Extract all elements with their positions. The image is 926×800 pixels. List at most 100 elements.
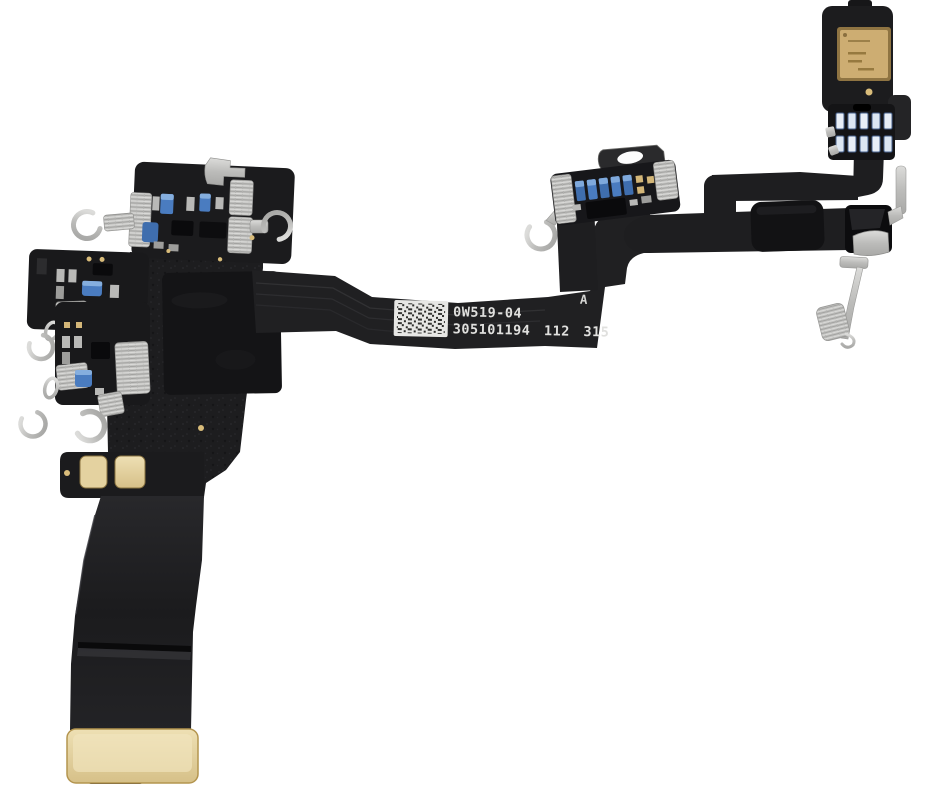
hanging-ground-bracket [816,256,869,349]
foam-sheen [215,349,256,370]
solder-dot [99,256,105,262]
grounding-ring [524,218,558,252]
grounding-ring [18,409,48,439]
left-antenna-body [18,157,295,498]
gasket-pad [227,216,254,254]
middle-antenna-module [524,144,681,252]
end-connector-gloss [849,209,885,230]
capacitor [56,268,65,283]
blue-connector-row [574,174,634,202]
solder-dot [217,257,223,262]
gold-pad-small [636,186,645,194]
stiffener-pad-sheen [756,205,817,215]
gold-pad-small [76,322,82,328]
mic-chip-etch [848,52,866,55]
serial-label: 0W519-04 305101194 112 315 [393,300,610,341]
clip-foot [887,205,904,226]
solder-dot [249,235,255,241]
connector-contact [883,112,893,130]
ribbon-shape [252,213,650,349]
gold-pad-small [646,175,655,184]
connector-latch [825,126,836,138]
ribbon-trace-line [255,282,546,316]
end-connector-shield [852,230,890,256]
fold-crease-sheen [77,648,191,660]
bracket-hole [617,151,644,164]
middle-module-downlink [556,203,598,292]
gold-contact-square [114,455,146,489]
mic-flex-arm [853,150,884,198]
connector-contact [847,135,857,153]
grounding-hook [72,408,108,444]
microphone-module [822,0,911,198]
inductor-blue [141,222,159,243]
connector-latch [828,145,839,156]
right-flex-section [623,165,907,349]
mic-chip-pin1-dot [843,33,847,37]
board-connector [825,112,893,156]
gold-contact-square [79,455,108,489]
revision-marking: A [580,292,589,307]
connector-contact [871,112,881,130]
grounding-ring [26,332,56,362]
foam-sheen [171,292,228,309]
solder-dot [86,256,92,262]
solder-dot [166,249,171,254]
gasket-pad [114,341,151,395]
inductor-highlight [160,193,174,201]
metal-bracket [204,157,246,186]
connector-contact [835,112,845,130]
mic-chip-etch [858,68,874,71]
ic-chip [585,197,627,219]
connector-contact [835,135,845,153]
capacitor [572,203,582,211]
gasket-pad [550,173,577,224]
lower-left-component-cluster [55,302,151,405]
bracket-curl [840,332,856,349]
inductor-highlight [199,193,211,199]
gasket-pad [653,160,679,201]
ground-link-bar [97,391,125,417]
ic-chip [91,342,110,359]
capacitor [55,285,65,300]
capacitor [641,195,652,204]
serial-text-line2: 305101194 112 315 [453,321,610,340]
solder-dot [64,470,70,476]
capacitor [62,336,70,348]
solder-dot [198,425,204,431]
bottom-contact-pad-highlight [73,734,192,772]
metal-clip-right [887,165,907,226]
capacitor [629,198,639,206]
upper-return-band [712,172,858,201]
bracket-tab [839,256,869,269]
capacitor [168,244,179,252]
bracket-gasket-pad [816,302,850,342]
end-connector [845,205,892,256]
ribbon-edge-highlight [75,514,96,615]
capacitor [153,241,164,249]
connector-contact [859,112,869,130]
fold-crease [78,642,191,652]
ic-chip [171,220,194,237]
capacitor [215,197,224,210]
mic-chip-etch [848,60,862,63]
ic-chip [199,221,227,239]
gold-pad-small [64,322,70,328]
inductor-highlight [75,370,92,375]
ground-link-bar [103,212,135,232]
mic-chip-etch [848,40,870,42]
solder-dot [865,88,873,96]
capacitor [68,269,77,283]
capacitor [186,196,195,212]
capacitor [109,284,120,299]
ic-chip [92,263,113,276]
bottom-ribbon [70,496,204,730]
upper-left-antenna-module [128,157,295,265]
ribbon-trace-line [255,293,541,326]
connector-contact [883,135,893,153]
grounding-ring [71,209,103,241]
bottom-ribbon-assembly [66,496,204,784]
mic-connector-slot [853,104,871,111]
